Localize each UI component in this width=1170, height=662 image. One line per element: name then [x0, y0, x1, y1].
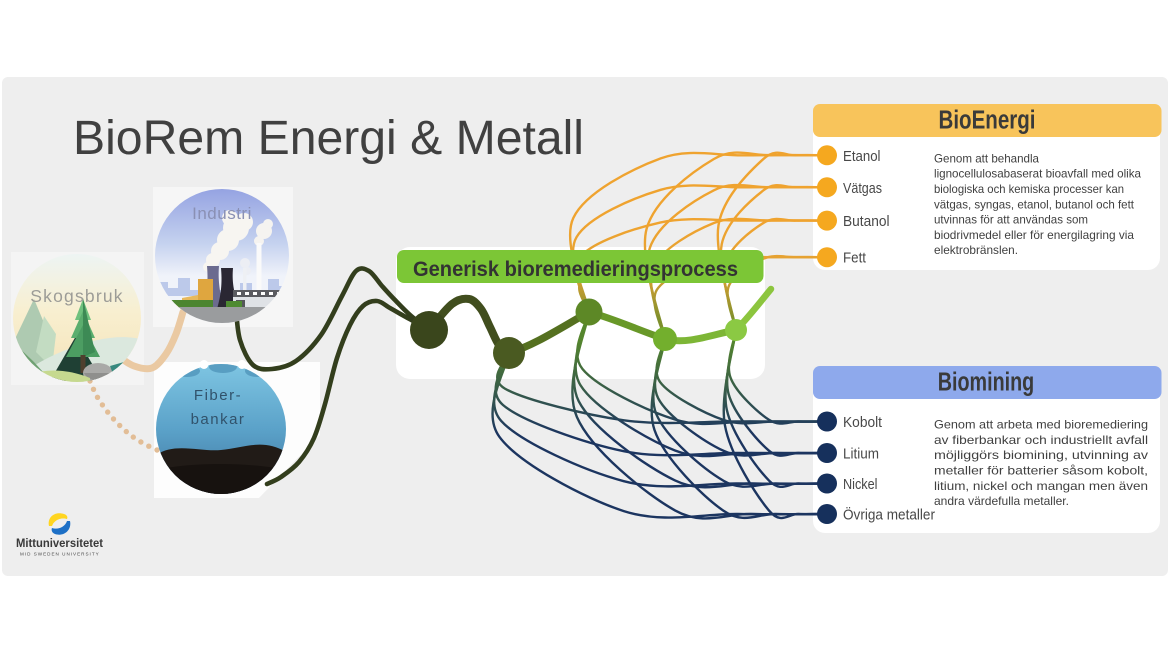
svg-text:Övriga metaller: Övriga metaller [843, 506, 935, 524]
svg-text:Industri: Industri [192, 204, 252, 223]
svg-text:av fiberbankar och industriell: av fiberbankar och industriellt avfall [934, 433, 1148, 447]
svg-text:metaller för batterier såsom k: metaller för batterier såsom kobolt, [934, 464, 1148, 478]
svg-text:Fett: Fett [843, 251, 866, 267]
svg-text:Litium: Litium [843, 447, 879, 463]
svg-text:Kobolt: Kobolt [843, 415, 882, 431]
svg-text:bankar: bankar [191, 411, 246, 428]
svg-text:Etanol: Etanol [843, 149, 881, 165]
svg-text:möjliggörs biomining, utvinnin: möjliggörs biomining, utvinning av [934, 448, 1148, 462]
svg-text:Skogsbruk: Skogsbruk [30, 286, 123, 306]
svg-text:litium, nickel och mangan men: litium, nickel och mangan men även [934, 479, 1148, 493]
svg-text:utvinnas för att användas som: utvinnas för att användas som [934, 213, 1088, 227]
svg-text:BioEnergi: BioEnergi [939, 107, 1036, 135]
svg-text:Fiber-: Fiber- [194, 387, 242, 404]
svg-text:MID SWEDEN UNIVERSITY: MID SWEDEN UNIVERSITY [20, 552, 100, 557]
svg-text:Generisk bioremedieringsproces: Generisk bioremedieringsprocess [413, 257, 738, 281]
svg-text:Vätgas: Vätgas [843, 181, 882, 197]
svg-text:vätgas, syngas, etanol, butano: vätgas, syngas, etanol, butanol och fett [934, 197, 1135, 211]
svg-text:biologiska och kemiska process: biologiska och kemiska processer kan [934, 182, 1124, 196]
svg-text:Genom att behandla: Genom att behandla [934, 151, 1039, 165]
svg-text:BioRem Energi & Metall: BioRem Energi & Metall [73, 112, 584, 165]
svg-text:elektrobränslen.: elektrobränslen. [934, 243, 1018, 257]
svg-text:biodrivmedel eller för energil: biodrivmedel eller för energilagring via [934, 228, 1134, 242]
svg-text:andra värdefulla metaller.: andra värdefulla metaller. [934, 494, 1069, 508]
svg-text:Mittuniversitetet: Mittuniversitetet [16, 536, 103, 550]
svg-text:Nickel: Nickel [843, 477, 878, 493]
svg-text:Butanol: Butanol [843, 214, 890, 230]
svg-text:lignocellulosabaserat bioavfa: lignocellulosabaserat bioavfall med olik… [934, 167, 1141, 181]
svg-text:Biomining: Biomining [938, 369, 1035, 397]
svg-text:Genom att arbeta med bioremedi: Genom att arbeta med bioremediering [934, 418, 1148, 432]
